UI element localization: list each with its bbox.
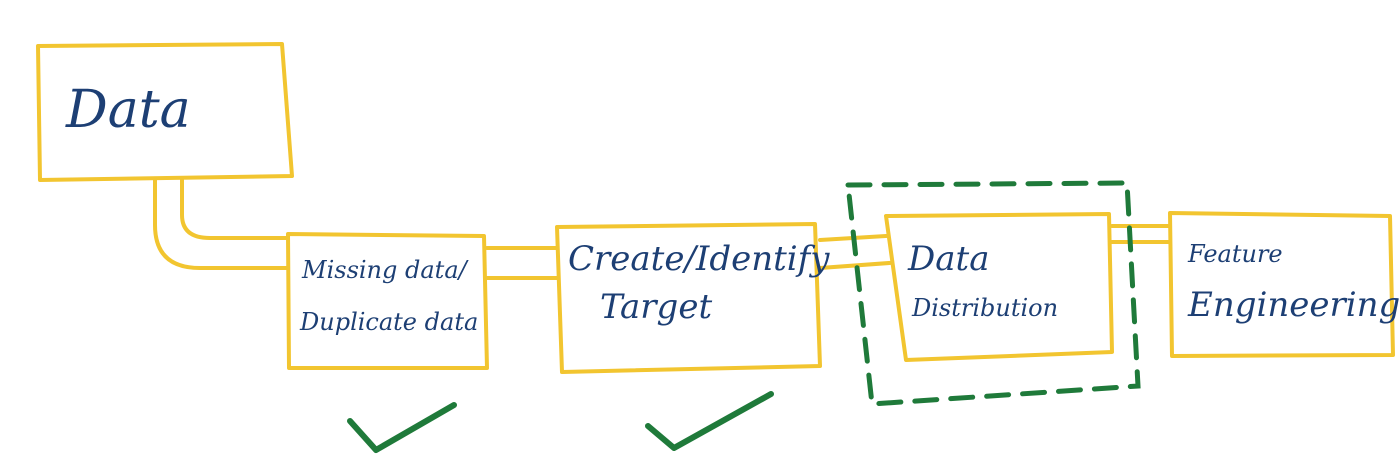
connectors <box>153 178 1172 280</box>
connector-data-missing-outer <box>153 178 290 270</box>
node-missing-box <box>286 232 489 370</box>
node-distribution: Data Distribution <box>884 212 1114 362</box>
node-feature-label-line2: Engineering <box>1187 285 1400 325</box>
node-missing-label-line1: Missing data/ <box>301 256 470 284</box>
node-distribution-label-line1: Data <box>907 239 989 279</box>
focus-frame-distribution <box>845 180 1141 407</box>
node-target: Create/Identify Target <box>555 222 830 374</box>
node-data-label: Data <box>65 80 191 140</box>
node-feature: Feature Engineering <box>1168 211 1400 358</box>
node-target-box <box>555 222 822 374</box>
node-distribution-label-line2: Distribution <box>911 294 1058 322</box>
node-missing-label-line2: Duplicate data <box>299 308 478 336</box>
checkmark-target-icon <box>645 391 774 451</box>
node-data-box <box>36 42 294 182</box>
checkmark-missing-icon <box>347 402 457 453</box>
connector-target-distribution-bottom <box>818 260 905 270</box>
node-target-label-line2: Target <box>600 287 712 327</box>
connector-data-missing-inner <box>180 178 290 240</box>
node-missing: Missing data/ Duplicate data <box>286 232 489 370</box>
node-feature-box <box>1168 211 1395 358</box>
node-feature-label-line1: Feature <box>1187 240 1283 268</box>
node-target-label-line1: Create/Identify <box>568 239 830 279</box>
node-distribution-box <box>884 212 1114 362</box>
node-data: Data <box>36 42 294 182</box>
